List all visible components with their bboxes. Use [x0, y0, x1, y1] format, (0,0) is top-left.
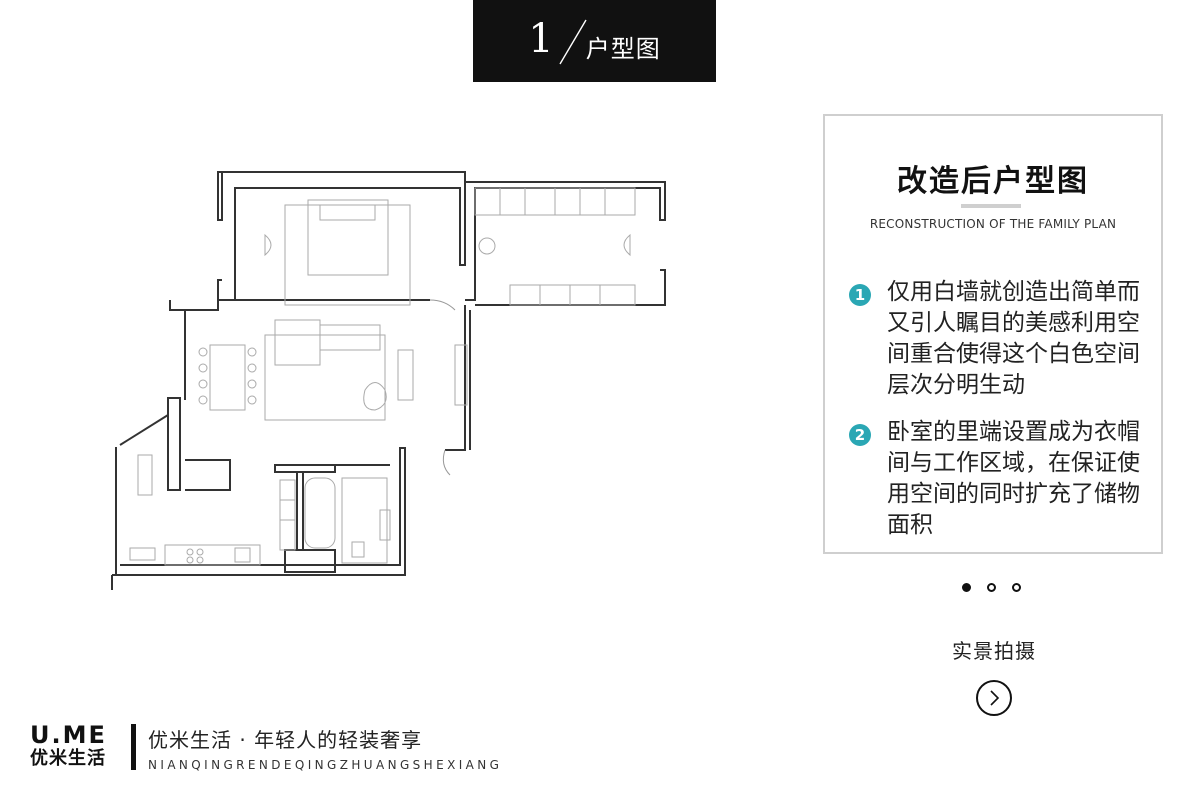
card-subtitle: RECONSTRUCTION OF THE FAMILY PLAN	[869, 217, 1117, 231]
brand-slogan-pinyin: NIANQINGRENDEQINGZHUANGSHEXIANG	[148, 758, 503, 772]
slash-divider-icon	[559, 19, 587, 65]
live-shots-label[interactable]: 实景拍摄	[952, 639, 1036, 663]
brand-divider-bar	[131, 724, 136, 770]
point-number-badge: 1	[849, 284, 871, 306]
page-dot-1[interactable]	[962, 583, 971, 592]
chevron-right-icon	[990, 690, 1000, 706]
brand-logo: U.ME 优米生活	[30, 722, 120, 770]
page-dot-2[interactable]	[987, 583, 996, 592]
info-card: 改造后户型图 RECONSTRUCTION OF THE FAMILY PLAN…	[823, 114, 1163, 554]
point-text: 仅用白墙就创造出简单而又引人瞩目的美感利用空间重合使得这个白色空间层次分明生动	[887, 279, 1140, 398]
info-point: 1 仅用白墙就创造出简单而又引人瞩目的美感利用空间重合使得这个白色空间层次分明生…	[849, 277, 1149, 401]
page-dot-3[interactable]	[1012, 583, 1021, 592]
section-header-tab: 1 户型图	[473, 0, 716, 82]
logo-chinese-name: 优米生活	[30, 748, 106, 769]
card-title: 改造后户型图	[897, 164, 1089, 199]
pagination-dots	[962, 583, 1021, 592]
point-number-badge: 2	[849, 424, 871, 446]
info-point: 2 卧室的里端设置成为衣帽间与工作区域，在保证使用空间的同时扩充了储物面积	[849, 417, 1149, 541]
card-divider	[961, 204, 1021, 208]
next-button[interactable]	[976, 680, 1012, 716]
logo-wordmark: U.ME	[30, 721, 107, 749]
section-number: 1	[528, 16, 554, 62]
floor-plan-drawing	[111, 171, 666, 590]
point-text: 卧室的里端设置成为衣帽间与工作区域，在保证使用空间的同时扩充了储物面积	[887, 419, 1140, 538]
brand-slogan: 优米生活 · 年轻人的轻装奢享	[148, 728, 423, 752]
section-title: 户型图	[585, 34, 661, 63]
